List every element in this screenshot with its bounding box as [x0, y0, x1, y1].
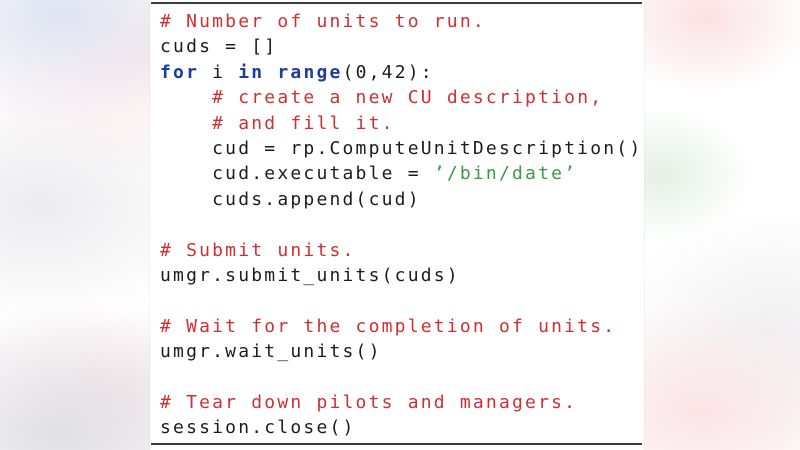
- code-token-plain: [264, 62, 277, 83]
- code-token-comment: # Number of units to run.: [160, 11, 486, 32]
- code-token-keyword: range: [277, 61, 343, 83]
- code-token-comment: # and fill it.: [212, 112, 395, 134]
- code-line: cuds.append(cud): [160, 187, 644, 212]
- code-line: [160, 212, 644, 237]
- code-line: for i in range(0,42):: [160, 60, 644, 85]
- code-line: cud.executable = ’/bin/date’: [160, 161, 644, 186]
- code-line: cuds = []: [160, 34, 644, 59]
- code-line: session.close(): [160, 415, 644, 440]
- code-token-keyword: for: [160, 61, 200, 83]
- code-token-plain: [160, 87, 212, 108]
- code-token-plain: cud = rp.ComputeUnitDescription(): [160, 137, 643, 159]
- bottom-rule: [151, 443, 642, 445]
- code-line: # Tear down pilots and managers.: [160, 390, 644, 415]
- top-rule: [151, 2, 642, 4]
- code-token-comment: # Submit units.: [160, 239, 356, 261]
- code-token-comment: # create a new CU description,: [212, 87, 604, 109]
- code-listing: # Number of units to run. cuds = []for i …: [160, 9, 644, 441]
- code-token-comment: # Wait for the completion of units.: [160, 315, 617, 337]
- code-token-plain: cud.executable =: [160, 163, 434, 185]
- code-token-plain: cuds.append(cud): [160, 188, 421, 210]
- code-token-string: ’/bin/date’: [433, 163, 578, 185]
- code-line: # Submit units.: [160, 238, 644, 263]
- code-token-plain: (0,42):: [342, 61, 434, 83]
- code-token-plain: [160, 113, 212, 134]
- code-line: [160, 364, 644, 389]
- code-token-plain: session.close(): [160, 417, 356, 439]
- code-token-keyword: in: [238, 61, 265, 83]
- code-token-comment: # Tear down pilots and managers.: [160, 391, 578, 413]
- code-line: umgr.wait_units(): [160, 339, 644, 364]
- code-line: # and fill it.: [160, 111, 644, 136]
- code-token-plain: umgr.wait_units(): [160, 341, 382, 363]
- code-token-plain: umgr.submit_units(cuds): [160, 264, 460, 286]
- code-line: # Wait for the completion of units.: [160, 314, 644, 339]
- code-token-plain: cuds = []: [160, 36, 278, 58]
- code-line: umgr.submit_units(cuds): [160, 263, 644, 288]
- code-token-plain: i: [199, 61, 239, 83]
- code-line: [160, 288, 644, 313]
- code-line: cud = rp.ComputeUnitDescription(): [160, 136, 644, 161]
- code-panel: # Number of units to run. cuds = []for i …: [150, 0, 644, 450]
- code-line: # Number of units to run.: [160, 9, 644, 34]
- code-line: # create a new CU description,: [160, 85, 644, 110]
